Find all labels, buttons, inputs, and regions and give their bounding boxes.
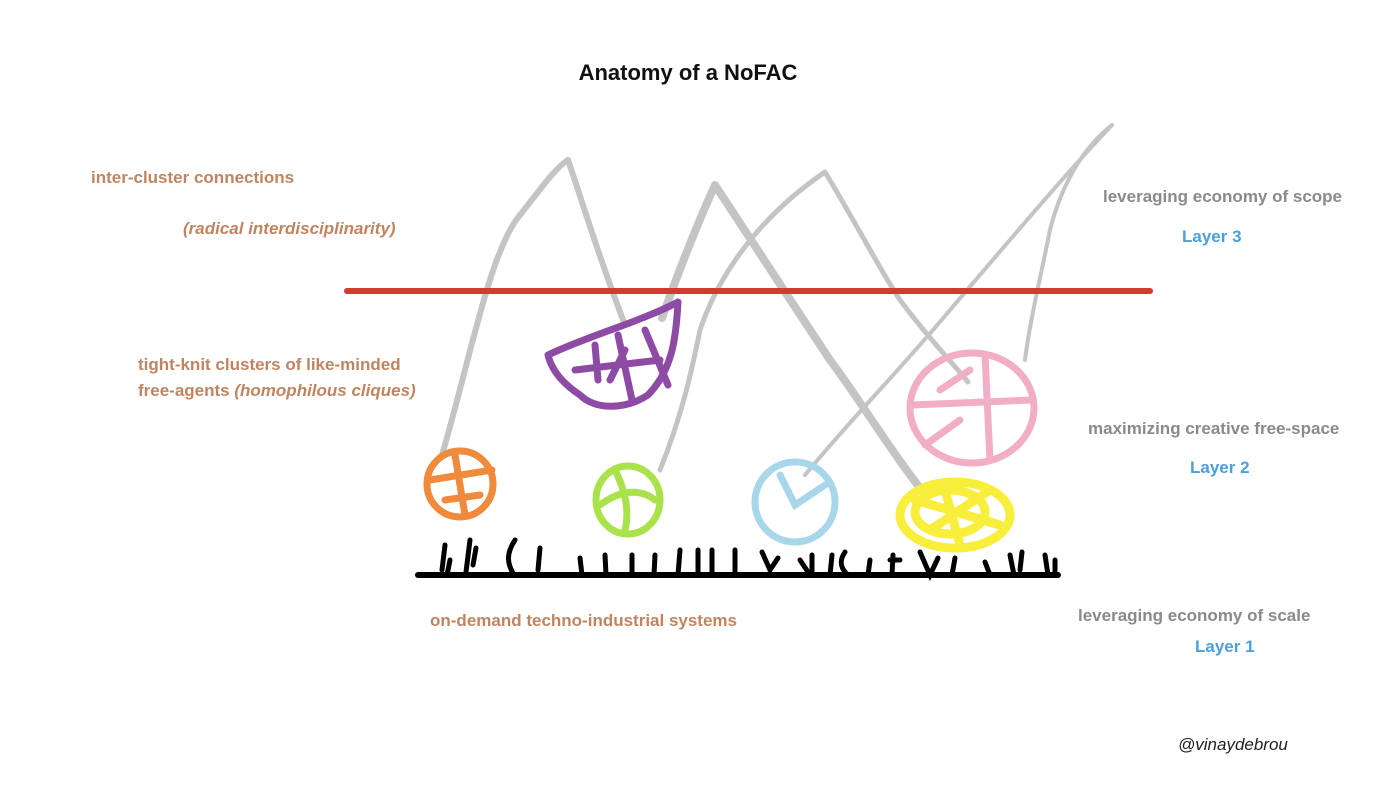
layer2-description: maximizing creative free-space bbox=[1088, 419, 1339, 439]
clusters-label-italic: (homophilous cliques) bbox=[234, 381, 415, 400]
inter-cluster-label: inter-cluster connections bbox=[91, 168, 294, 188]
green-cluster bbox=[596, 466, 660, 534]
clusters-label-line2: free-agents (homophilous cliques) bbox=[138, 381, 416, 401]
clusters-label-line1: tight-knit clusters of like-minded bbox=[138, 355, 401, 375]
yellow-cluster bbox=[900, 482, 1010, 548]
layer1-name: Layer 1 bbox=[1195, 637, 1255, 657]
interdisciplinarity-label: (radical interdisciplinarity) bbox=[183, 219, 396, 239]
orange-cluster bbox=[427, 451, 493, 517]
pink-cluster bbox=[910, 353, 1034, 463]
connection-green-to-yellow bbox=[660, 172, 968, 470]
author-handle: @vinaydebrou bbox=[1178, 735, 1288, 755]
lightblue-cluster bbox=[755, 462, 835, 542]
layer3-description: leveraging economy of scope bbox=[1103, 187, 1342, 207]
clusters-label-plain: free-agents bbox=[138, 381, 234, 400]
inter-cluster-connections bbox=[442, 125, 1112, 488]
layer2-name: Layer 2 bbox=[1190, 458, 1250, 478]
connection-orange-to-purple bbox=[442, 160, 625, 455]
systems-label: on-demand techno-industrial systems bbox=[430, 611, 737, 631]
layer3-name: Layer 3 bbox=[1182, 227, 1242, 247]
layer1-description: leveraging economy of scale bbox=[1078, 606, 1310, 626]
diagram-title: Anatomy of a NoFAC bbox=[0, 60, 1376, 86]
